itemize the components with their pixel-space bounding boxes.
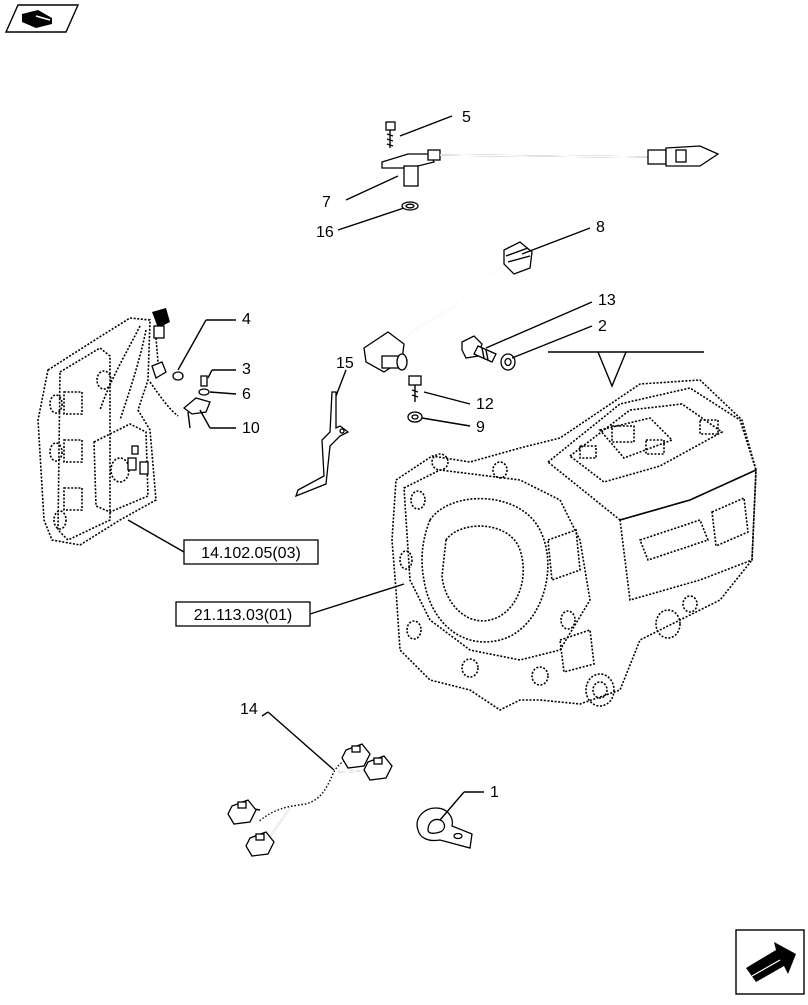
callout-2: 2 [598,318,607,335]
callout-9: 9 [476,419,485,436]
reference-box-housing[interactable]: 21.113.03(01) [175,601,311,627]
callout-3: 3 [242,361,251,378]
callout-8: 8 [596,219,605,236]
callout-labels: 5 7 16 8 13 2 4 3 6 10 15 12 9 14 1 [240,109,616,801]
reference-label-housing: 21.113.03(01) [194,607,292,624]
callout-14: 14 [240,701,258,718]
callout-1: 1 [490,784,499,801]
pipe-clip-1 [416,807,473,849]
callout-4: 4 [242,311,251,328]
bolt-12-washer-9 [407,375,423,423]
bracket-15 [294,391,350,498]
sensor-harness-assembly [363,241,533,373]
speed-sensor-assembly [381,121,720,211]
mount-pointer [548,351,704,388]
bolt-and-washer [461,335,516,371]
callout-7: 7 [322,194,331,211]
wiring-harness-14 [227,743,393,857]
callout-10: 10 [242,420,260,437]
switch-parts-group [149,308,211,429]
left-cover-plate [37,317,157,546]
callout-15: 15 [336,355,354,372]
reference-box-cover[interactable]: 14.102.05(03) [183,539,319,565]
callout-16: 16 [316,224,334,241]
transmission-housing [391,379,757,711]
callout-5: 5 [462,109,471,126]
callout-13: 13 [598,292,616,309]
book-page-icon[interactable] [4,4,80,33]
leader-lines [127,115,593,821]
callout-6: 6 [242,386,251,403]
next-page-arrow-icon[interactable] [735,929,805,995]
reference-label-cover: 14.102.05(03) [201,545,301,562]
callout-12: 12 [476,396,494,413]
